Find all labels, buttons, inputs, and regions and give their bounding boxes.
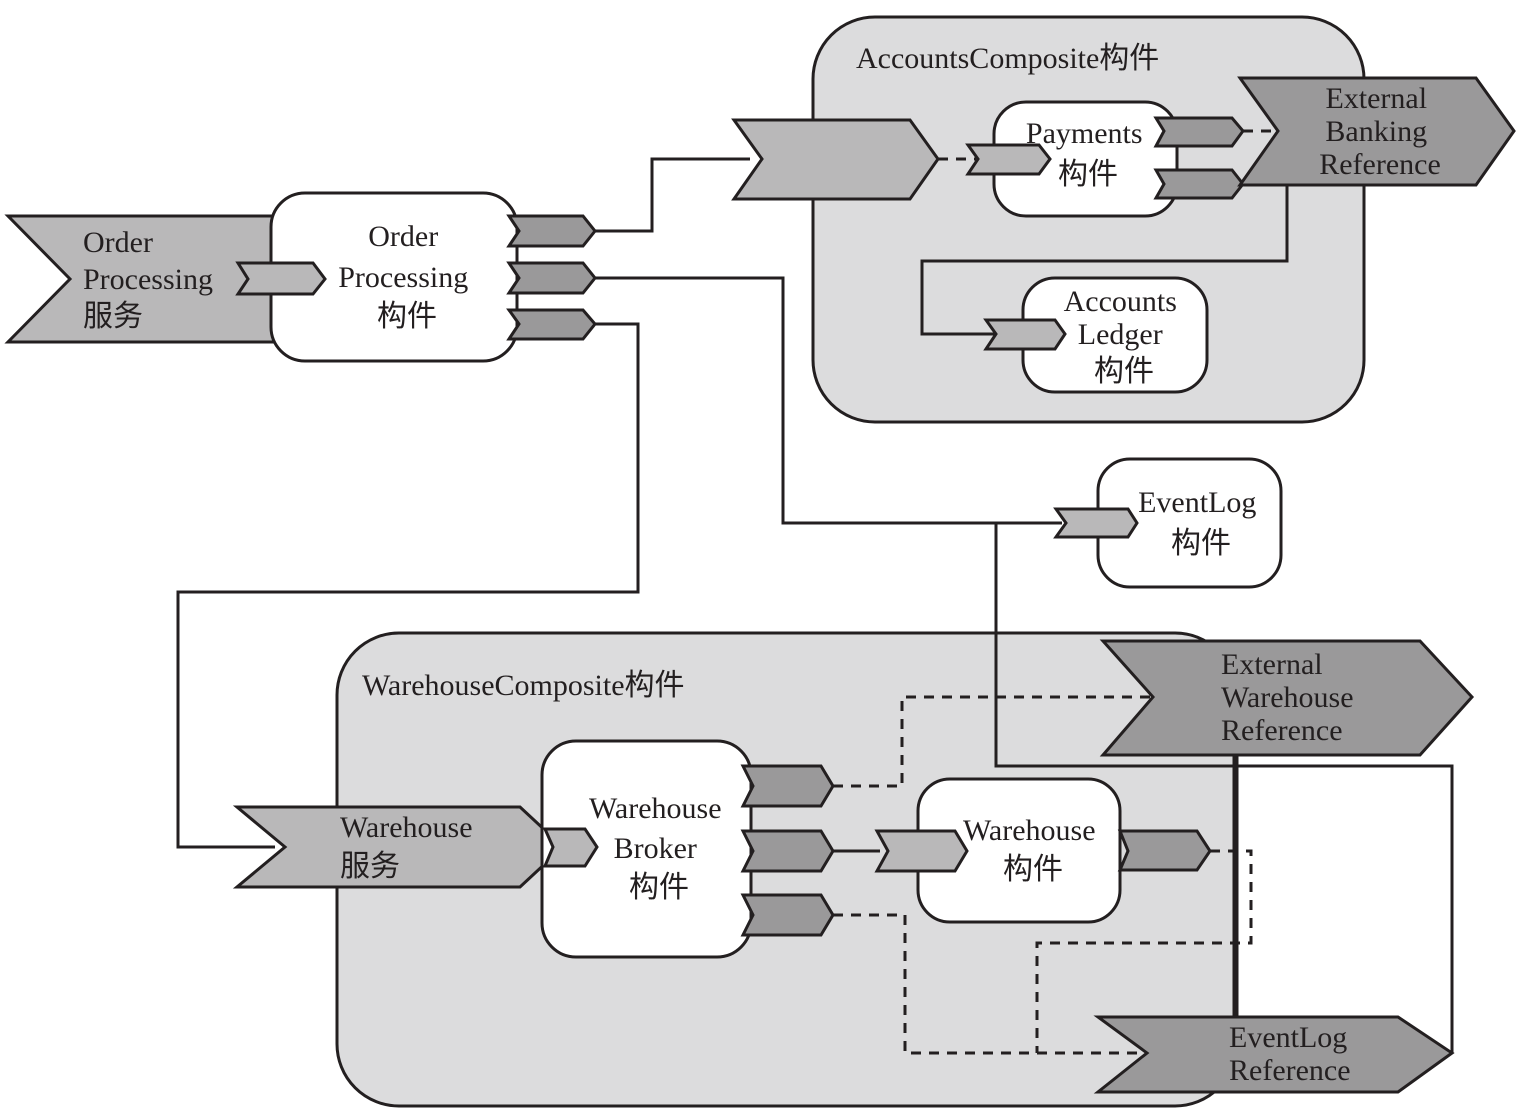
label-line: Processing (338, 261, 468, 294)
label-line: Warehouse (589, 792, 722, 825)
label-line: EventLog (1138, 486, 1256, 519)
eventlog-service-port[interactable] (1053, 507, 1139, 539)
label-line: Reference (1319, 148, 1441, 181)
payments-reference-port-2[interactable] (1153, 168, 1245, 200)
label-line: Order (83, 226, 153, 259)
accounts-composite-title: AccountsComposite构件 (856, 42, 1159, 75)
payments-reference-port-1[interactable] (1153, 116, 1245, 148)
wires (176, 157, 1454, 1053)
label-line: External (1325, 82, 1427, 115)
warehouse-broker-reference-port-3[interactable] (740, 893, 835, 937)
wire-op-to-accounts (595, 157, 750, 233)
payments-component-label: Payments 构件 (1026, 117, 1150, 191)
external-banking-reference[interactable] (1237, 76, 1516, 187)
label-line: Accounts (1064, 285, 1177, 318)
label-line: Ledger (1078, 318, 1163, 351)
wire-op-to-warehouse-service (176, 322, 640, 849)
order-processing-component-service-port[interactable] (235, 261, 327, 296)
warehouse-broker-service-port[interactable] (542, 827, 599, 868)
label-line: Reference (1229, 1054, 1351, 1087)
external-warehouse-reference-label: External Warehouse Reference (1221, 648, 1361, 747)
label-line: 服务 (83, 300, 143, 333)
label-line: Broker (614, 832, 697, 865)
external-warehouse-reference[interactable] (1099, 639, 1475, 757)
wire-warehouse-to-eventlogref (1035, 849, 1253, 1053)
external-banking-reference-label: External Banking Reference (1319, 82, 1441, 181)
order-processing-service[interactable] (4, 214, 277, 344)
wire-eventlog-branch (994, 523, 1454, 1053)
wire-broker-to-eventlogref (833, 913, 1145, 1055)
label-line: 构件 (1003, 853, 1063, 886)
order-processing-reference-port-3[interactable] (506, 308, 597, 341)
label-line: 构件 (1094, 355, 1154, 388)
warehouse-component-label: Warehouse 构件 (963, 814, 1103, 886)
label-line: 服务 (340, 850, 400, 883)
label-line: 构件 (629, 871, 689, 904)
warehouse-service[interactable] (232, 805, 566, 889)
accounts-ledger-component-label: Accounts Ledger 构件 (1064, 285, 1185, 388)
label-line: Warehouse (1221, 681, 1354, 714)
warehouse-broker-reference-port-1[interactable] (740, 764, 835, 808)
warehouse-broker-component-label: Warehouse Broker 构件 (589, 792, 729, 904)
label-line: EventLog (1229, 1021, 1347, 1054)
warehouse-component-service-port[interactable] (874, 829, 969, 873)
payments-service-port[interactable] (965, 143, 1052, 176)
label-line: 构件 (377, 300, 437, 333)
dashed-wires (833, 129, 1278, 1055)
order-processing-reference-port-2[interactable] (506, 261, 597, 295)
accounts-ledger-service-port[interactable] (983, 318, 1067, 351)
label-line: Warehouse (340, 811, 473, 844)
eventlog-component-label: EventLog 构件 (1138, 486, 1264, 560)
accounts-composite-service[interactable] (731, 118, 940, 201)
order-processing-reference-port-1[interactable] (506, 214, 597, 248)
warehouse-component-reference-port[interactable] (1117, 829, 1212, 872)
wire-op-to-eventlog (595, 276, 1062, 525)
label-line: External (1221, 648, 1323, 681)
order-processing-component-label: Order Processing 构件 (338, 220, 476, 333)
label-line: Reference (1221, 714, 1343, 747)
label-line: 构件 (1058, 158, 1118, 191)
warehouse-broker-reference-port-2[interactable] (740, 829, 835, 873)
label-line: Warehouse (963, 814, 1096, 847)
label-line: Processing (83, 263, 213, 296)
label-line: 构件 (1171, 527, 1231, 560)
wire-banking-to-ledger (920, 185, 1289, 336)
label-line: Banking (1325, 115, 1427, 148)
eventlog-reference[interactable] (1093, 1015, 1455, 1094)
label-line: Order (368, 220, 438, 253)
warehouse-composite-title: WarehouseComposite构件 (362, 669, 685, 702)
eventlog-reference-label: EventLog Reference (1229, 1021, 1355, 1087)
warehouse-service-label: Warehouse 服务 (340, 811, 480, 883)
wire-broker-to-extwh (833, 695, 1150, 788)
order-processing-service-label: Order Processing 服务 (83, 226, 221, 333)
label-line: Payments (1026, 117, 1143, 150)
